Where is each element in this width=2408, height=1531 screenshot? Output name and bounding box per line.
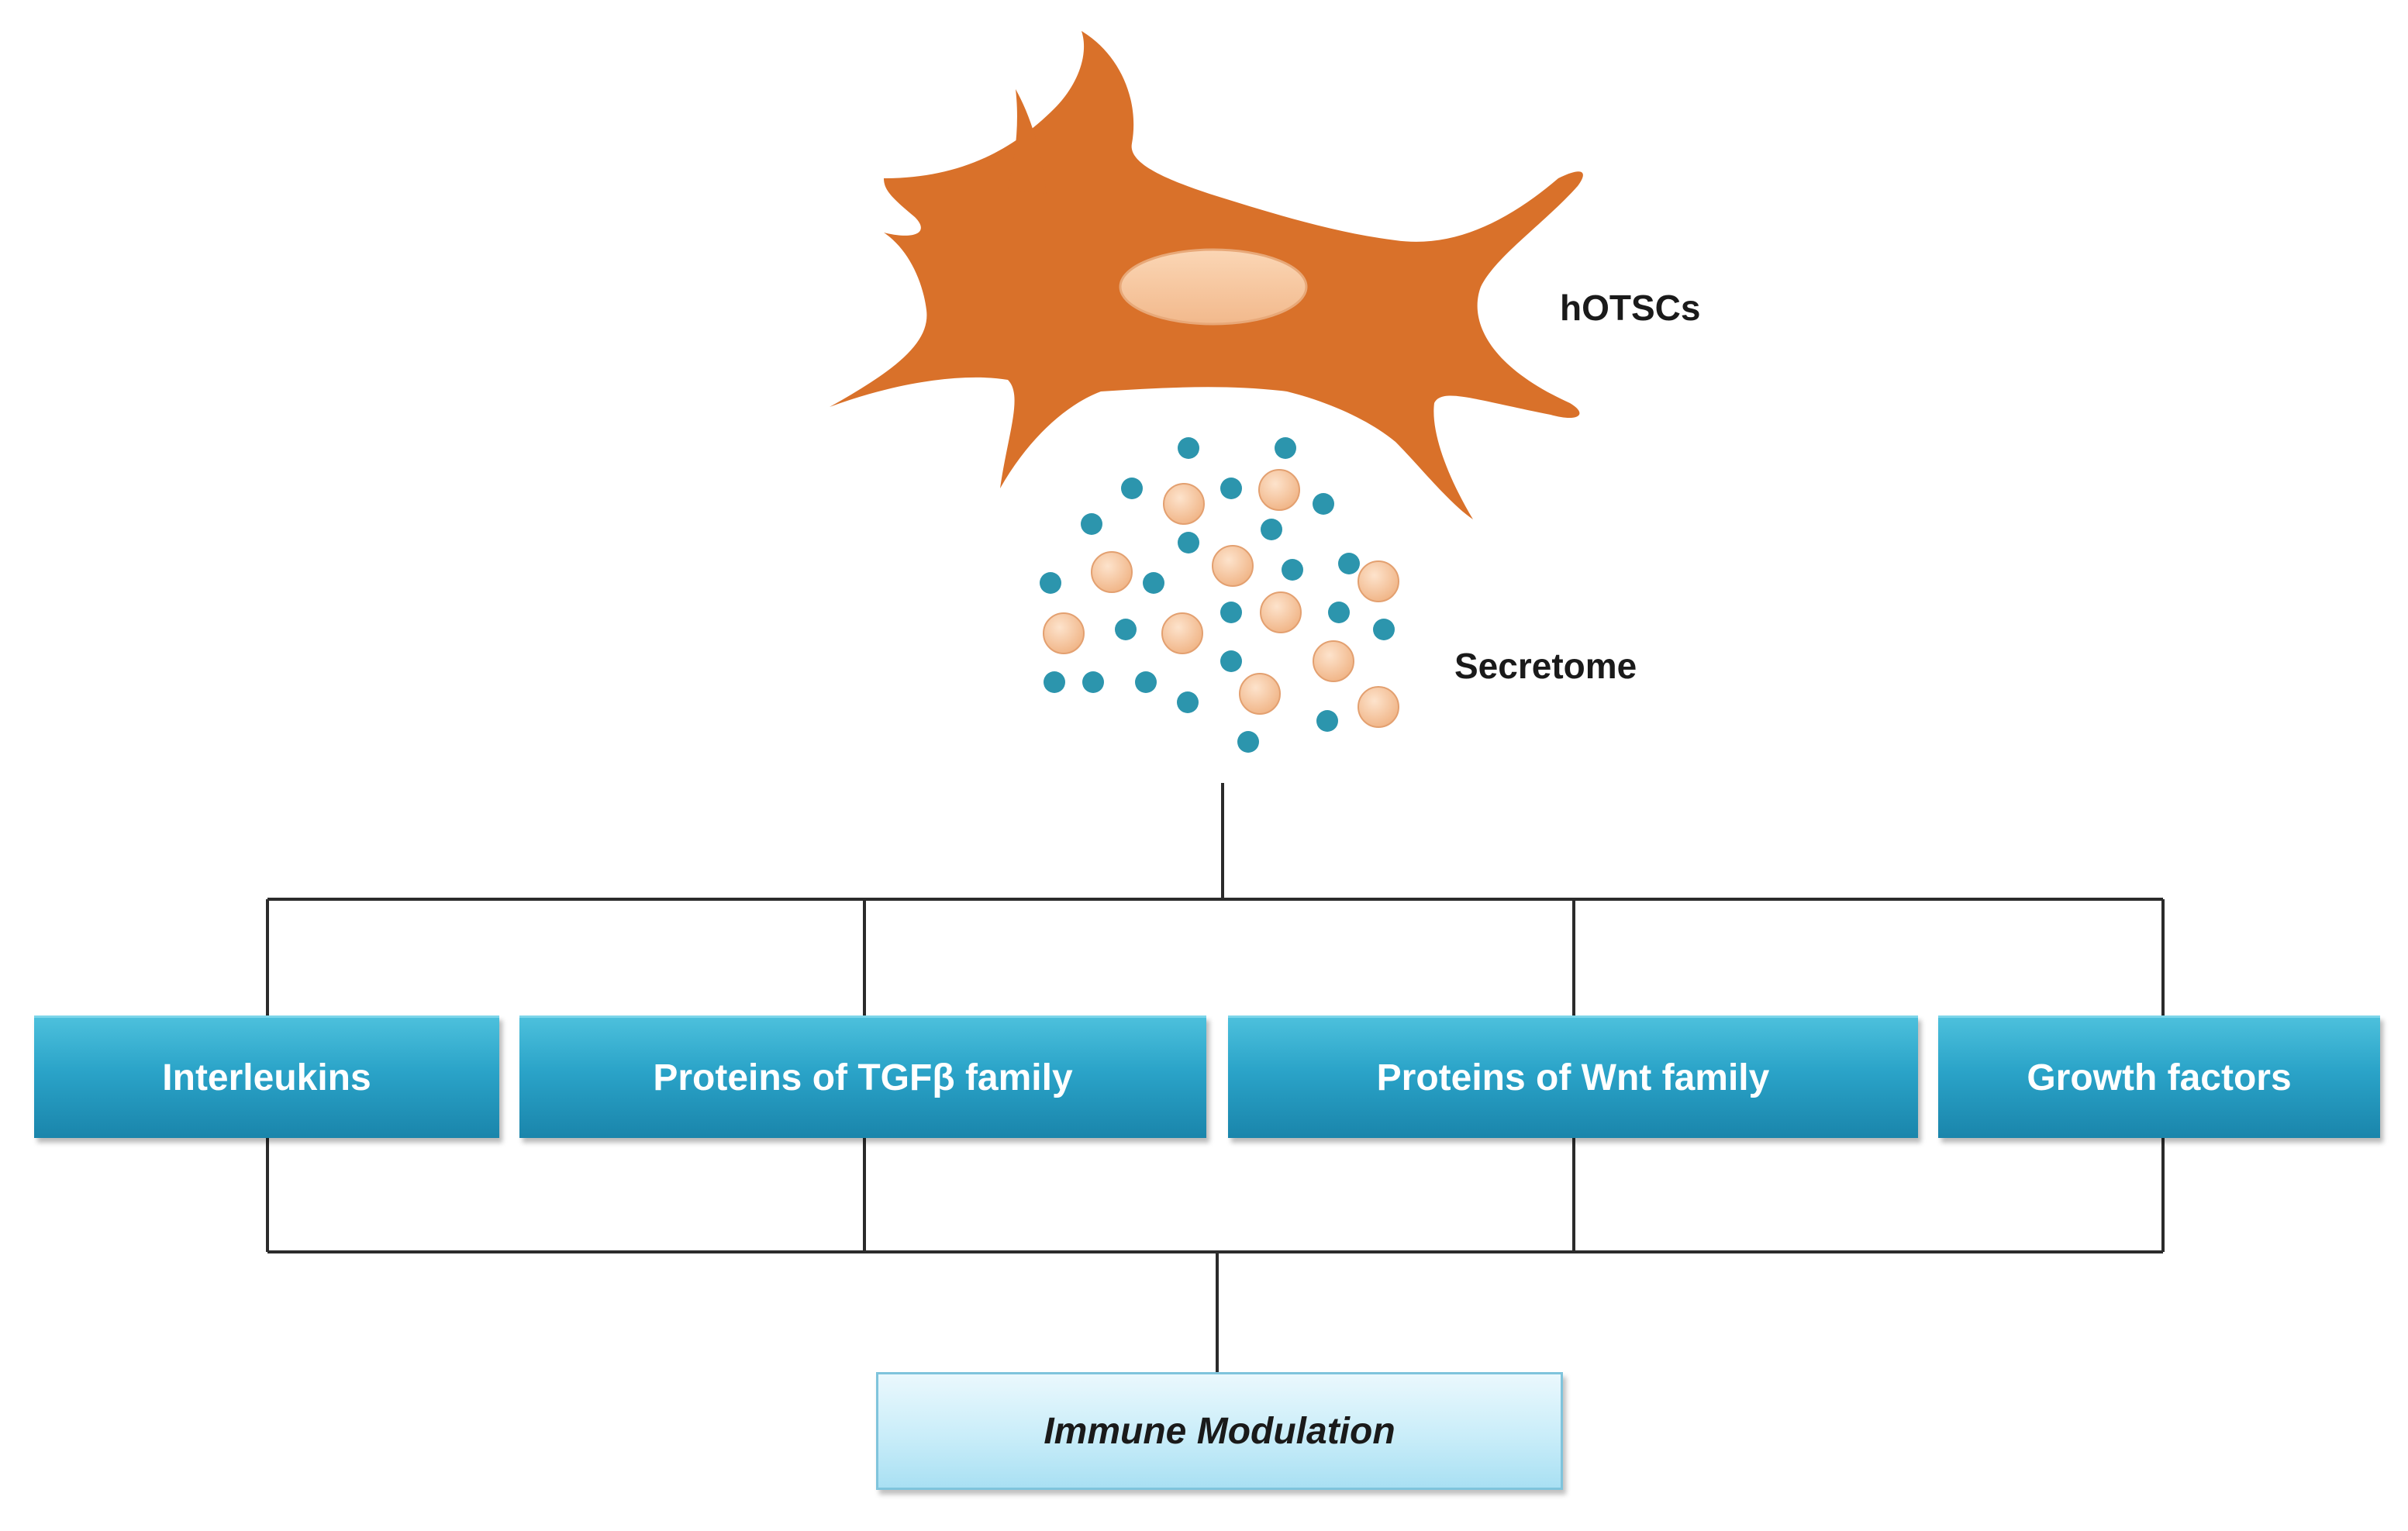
connector-lines	[266, 783, 2165, 1374]
cell-label: hOTSCs	[1560, 288, 1701, 328]
category-box-interleukins: Interleukins	[34, 1015, 499, 1138]
category-box-growth-factors: Growth factors	[1938, 1015, 2380, 1138]
category-box-tgfb-family: Proteins of TGFβ family	[519, 1015, 1206, 1138]
outcome-box: Immune Modulation	[876, 1372, 1563, 1490]
large-particles	[1043, 469, 1399, 728]
cell-spike	[1008, 89, 1047, 194]
secretome-particles-icon	[1040, 437, 1399, 753]
cell-icon	[830, 31, 1583, 519]
category-box-wnt-family: Proteins of Wnt family	[1228, 1015, 1918, 1138]
nucleus-icon	[1119, 248, 1308, 326]
secretome-label: Secretome	[1454, 646, 1637, 686]
small-particles	[1040, 437, 1395, 753]
